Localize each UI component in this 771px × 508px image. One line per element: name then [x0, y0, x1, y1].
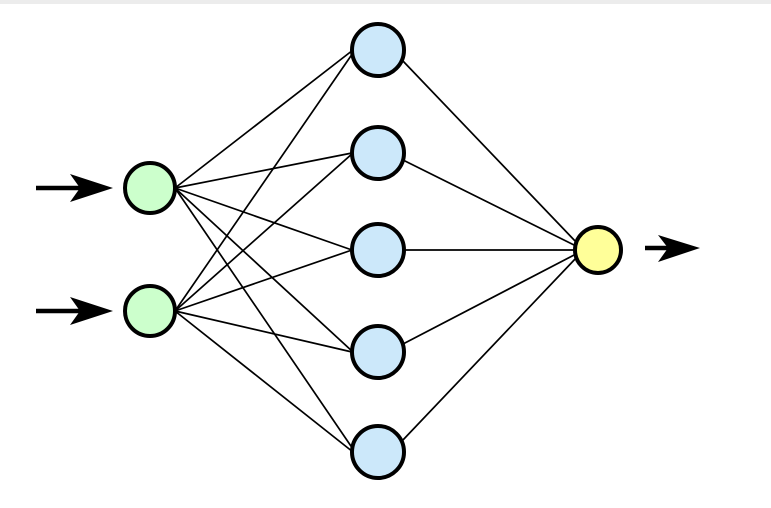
node-hidden-4[interactable]	[350, 324, 406, 380]
node-hidden-1[interactable]	[350, 22, 406, 78]
edge-input-1-to-hidden-4	[174, 187, 354, 353]
input-arrow-bottom-head	[70, 297, 113, 325]
output-arrow-head	[658, 235, 700, 262]
nodes-group	[123, 22, 623, 480]
input-arrow-top-head	[70, 174, 113, 202]
node-output-1[interactable]	[573, 225, 623, 275]
edges-group	[174, 49, 578, 453]
edge-input-2-to-hidden-3	[174, 249, 353, 312]
output-arrow	[645, 235, 700, 262]
node-input-2[interactable]	[123, 284, 177, 338]
edge-input-1-to-hidden-5	[174, 187, 356, 453]
edge-input-1-to-hidden-1	[174, 49, 354, 189]
output-layer	[573, 225, 623, 275]
edge-hidden-1-to-output-1	[401, 59, 578, 244]
edge-input-1-to-hidden-3	[174, 187, 353, 251]
input-arrow-top	[36, 174, 113, 202]
edge-input-1-to-hidden-2	[174, 152, 353, 189]
node-input-1[interactable]	[123, 161, 177, 215]
edge-hidden-5-to-output-1	[401, 256, 578, 442]
input-layer	[123, 161, 177, 338]
io-arrows-group	[36, 174, 700, 325]
node-hidden-3[interactable]	[350, 222, 406, 278]
edge-input-2-to-hidden-4	[174, 310, 353, 353]
edge-hidden-2-to-output-1	[402, 159, 577, 247]
node-hidden-2[interactable]	[350, 125, 406, 181]
edge-input-2-to-hidden-1	[174, 49, 356, 312]
input-arrow-bottom	[36, 297, 113, 325]
top-edge-strip	[0, 0, 771, 4]
hidden-layer	[350, 22, 406, 480]
node-hidden-5[interactable]	[350, 424, 406, 480]
edge-input-2-to-hidden-5	[174, 310, 354, 453]
edge-input-2-to-hidden-2	[174, 152, 354, 312]
edge-hidden-4-to-output-1	[402, 253, 577, 345]
